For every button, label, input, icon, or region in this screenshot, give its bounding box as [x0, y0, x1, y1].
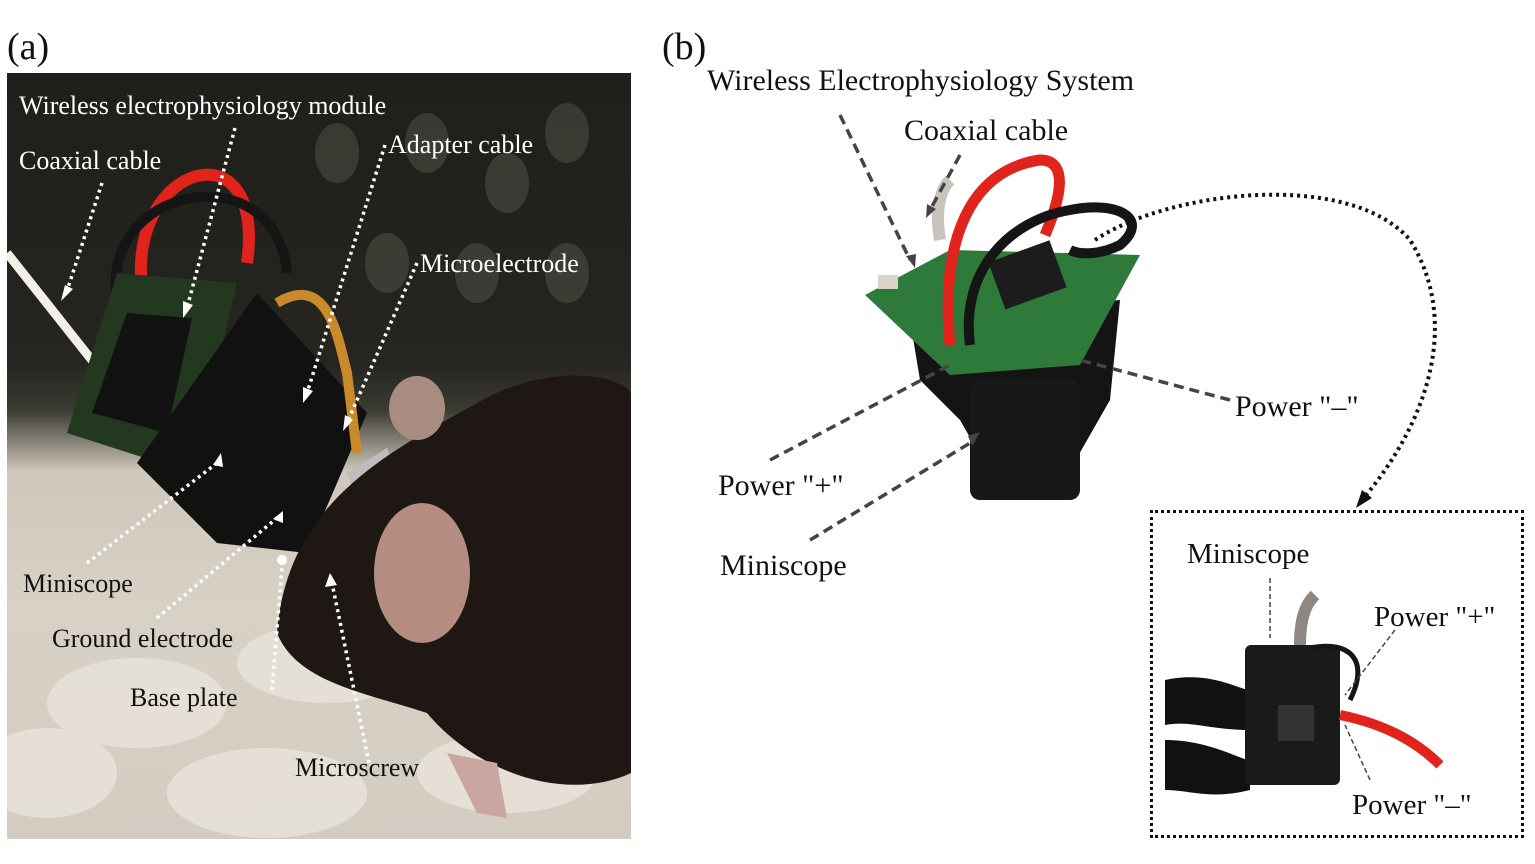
- arrow-miniscope-b: [809, 438, 976, 542]
- coaxial-cable-shape: [7, 250, 106, 376]
- inset-label-power-plus: Power "+": [1374, 601, 1496, 633]
- arrow-adapter-cable: [305, 144, 387, 394]
- arrow-microscrew: [330, 582, 371, 764]
- label-base-plate: Base plate: [130, 683, 238, 712]
- label-adapter-cable: Adapter cable: [388, 130, 534, 159]
- panel-a-letter: (a): [7, 26, 50, 68]
- arrow-power-minus: [1079, 358, 1231, 402]
- panel-a-illustration: [7, 103, 631, 838]
- label-miniscope-b: Miniscope: [720, 549, 847, 582]
- red-wire: [134, 168, 255, 289]
- background-blurs: [315, 103, 589, 303]
- arrow-coaxial-cable-b: [928, 154, 962, 211]
- panel-b-letter: (b): [662, 26, 707, 68]
- panel-a-photo: Wireless electrophysiology module Coaxia…: [7, 73, 631, 839]
- panel-a-arrowheads: [61, 285, 353, 587]
- label-microelectrode: Microelectrode: [420, 249, 579, 278]
- black-wire-b: [963, 202, 1137, 346]
- inset-arrows: [1269, 578, 1396, 781]
- inset-label-miniscope: Miniscope: [1187, 538, 1310, 570]
- label-wireless-system: Wireless Electrophysiology System: [707, 64, 1135, 97]
- inset-connector-arrowhead: [1356, 490, 1372, 508]
- label-coaxial-cable-b: Coaxial cable: [904, 114, 1069, 147]
- black-wire: [110, 191, 292, 304]
- red-wire-b: [942, 154, 1065, 346]
- arrow-microelectrode: [345, 262, 419, 424]
- label-wireless-module: Wireless electrophysiology module: [19, 91, 387, 120]
- arrow-coaxial-cable: [65, 182, 104, 292]
- label-ground-electrode: Ground electrode: [52, 624, 234, 653]
- label-coaxial-cable: Coaxial cable: [19, 146, 162, 175]
- arrow-system: [838, 114, 912, 261]
- mouse-paw: [447, 753, 507, 818]
- inset-pcb: [1165, 590, 1444, 795]
- flex-cable: [274, 290, 362, 454]
- panel-a-arrows: [65, 127, 419, 764]
- mouse-ear: [374, 503, 470, 643]
- coax-stub: [932, 175, 955, 241]
- label-miniscope: Miniscope: [23, 569, 133, 598]
- inset-label-power-minus: Power "–": [1352, 789, 1472, 821]
- inset-box: [1150, 510, 1524, 838]
- pcb-board: [865, 250, 1140, 375]
- arrow-power-plus: [769, 363, 951, 462]
- panel-b-arrowheads: [906, 204, 980, 446]
- pcb-chip: [988, 240, 1067, 310]
- arrow-wireless-module: [185, 127, 237, 309]
- panel-b-figure: Wireless Electrophysiology System Coaxia…: [650, 0, 1535, 864]
- inset-connector-curve: [1093, 192, 1437, 502]
- panel-b-illustration: [769, 114, 1444, 795]
- label-power-minus: Power "–": [1235, 390, 1359, 423]
- panel-b-arrows: [769, 114, 1231, 542]
- miniscope-body: [137, 293, 367, 553]
- label-microscrew: Microscrew: [295, 753, 420, 782]
- label-power-plus: Power "+": [718, 469, 844, 502]
- arrow-ground-electrode: [155, 516, 279, 620]
